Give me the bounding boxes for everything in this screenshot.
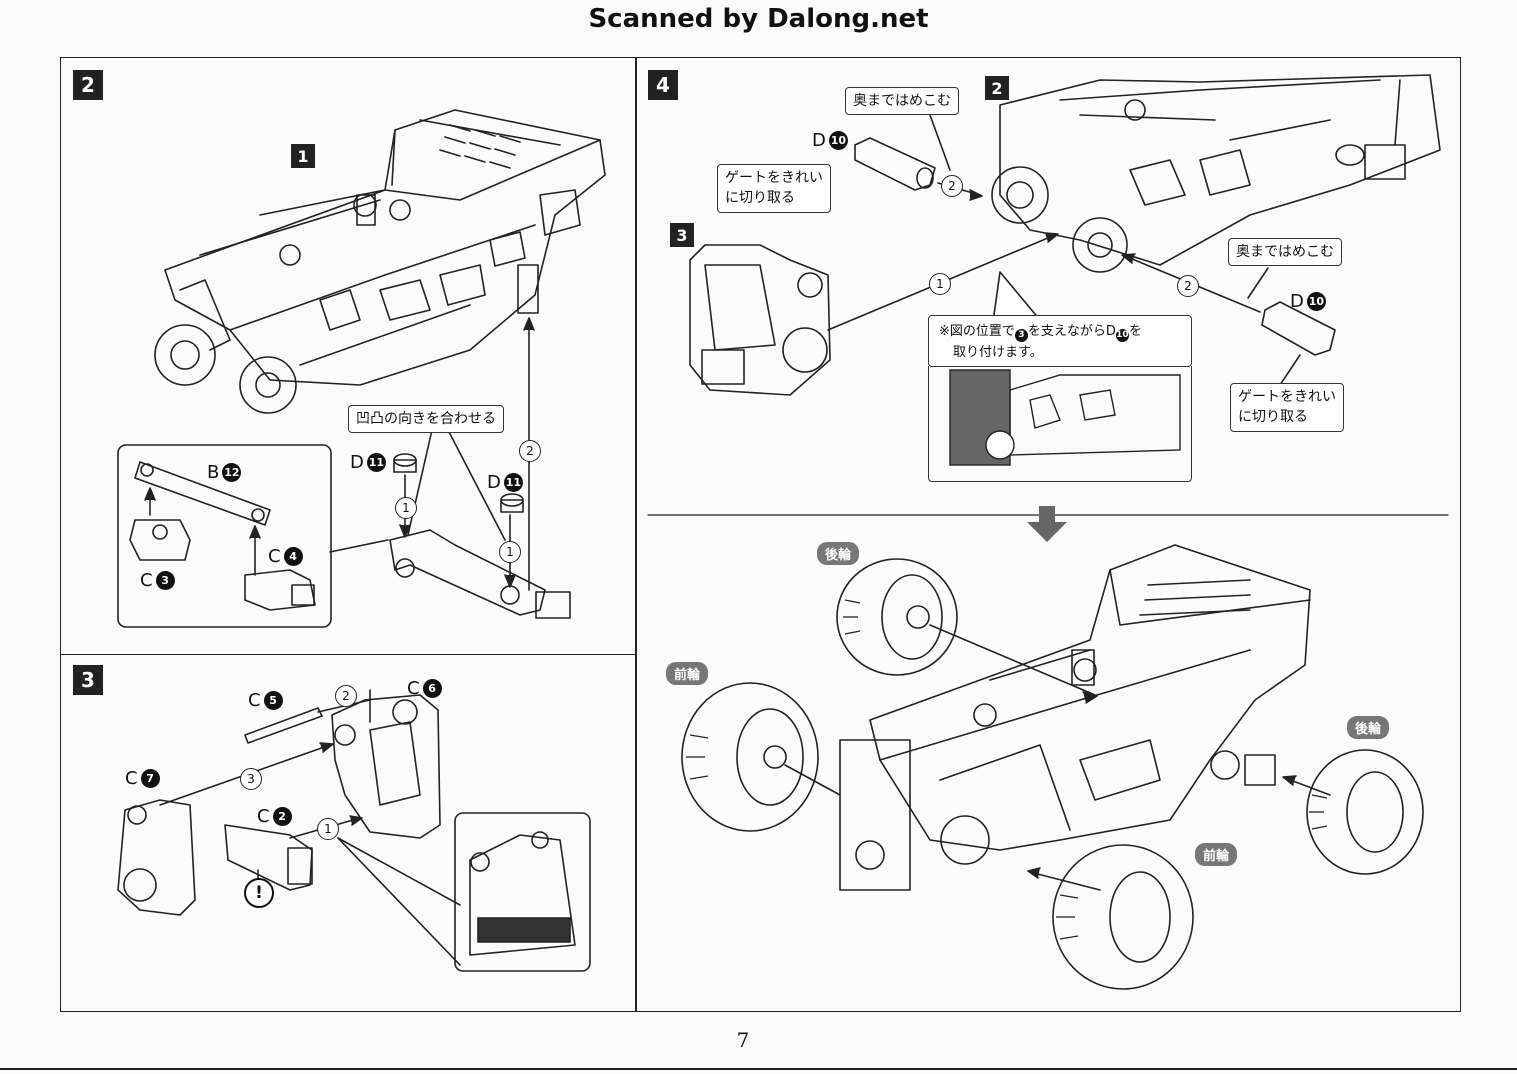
part-d10-label-b: D 10 <box>1290 291 1326 312</box>
part-c7-label: C 7 <box>125 768 160 789</box>
sequence-marker: 2 <box>941 175 963 197</box>
step4-chassis-top <box>991 74 1441 273</box>
callout-line: に切り取る <box>1238 409 1308 426</box>
note-ref-number: 3 <box>1014 328 1028 342</box>
step-4-badge: 4 <box>648 70 678 100</box>
part-number: 4 <box>283 547 303 566</box>
chassis-frame-step2 <box>154 109 606 414</box>
note-part-letter: D <box>1105 324 1116 339</box>
push-fully-callout-right: 奥まではめこむ <box>1228 238 1342 267</box>
part-letter: C <box>140 570 153 591</box>
callout-line: ゲートをきれい <box>1238 389 1336 405</box>
part-letter: D <box>487 472 501 493</box>
part-d10-label-a: D 10 <box>812 130 848 151</box>
part-c4-label: C 4 <box>268 546 303 567</box>
callout-line: ゲートをきれい <box>725 170 823 186</box>
step4-note-pointer <box>992 271 1041 323</box>
front-wheel-tag-bottom: 前輪 <box>1195 843 1238 866</box>
part-d11-label-b: D 11 <box>487 472 523 493</box>
note-inset-frame <box>928 366 1192 482</box>
sub-step-1-badge: 1 <box>291 144 315 168</box>
down-arrow-icon <box>1027 506 1067 542</box>
part-number: 11 <box>503 473 523 492</box>
note-mid: を支えながら <box>1027 324 1106 339</box>
part-letter: B <box>207 462 220 483</box>
part-number: 5 <box>263 691 283 710</box>
note-suffix: を <box>1128 324 1142 339</box>
part-letter: C <box>268 546 281 567</box>
front-wheel-tag-left: 前輪 <box>666 662 709 685</box>
part-number: 6 <box>422 679 442 698</box>
sequence-marker: 1 <box>929 273 951 295</box>
part-number: 2 <box>272 807 292 826</box>
step3-parts <box>117 689 461 966</box>
vehicle-body <box>839 544 1311 891</box>
page-number: 7 <box>736 1028 750 1052</box>
part-number: 10 <box>828 131 848 150</box>
step2-inset <box>117 444 332 628</box>
trim-gate-callout-right: ゲートをきれい に切り取る <box>1230 383 1344 432</box>
part-letter: C <box>248 690 261 711</box>
align-notch-callout: 凹凸の向きを合わせる <box>348 405 504 434</box>
part-number: 11 <box>366 453 386 472</box>
note-line-2: 取り付けます。 <box>953 344 1043 360</box>
part-letter: C <box>257 806 270 827</box>
part-c3-label: C 3 <box>140 570 175 591</box>
part-letter: D <box>812 130 826 151</box>
note-prefix: ※図の位置で <box>939 324 1015 339</box>
wheels <box>681 558 1424 990</box>
part-letter: D <box>1290 291 1304 312</box>
rear-wheel-tag-top: 後輪 <box>817 542 860 565</box>
panel-step-4 <box>635 57 1461 1012</box>
sequence-marker: 2 <box>519 440 541 462</box>
step-2-badge: 2 <box>73 70 103 100</box>
panel-step-3 <box>60 654 637 1012</box>
sub-step-2-badge: 2 <box>985 76 1009 100</box>
step-3-badge: 3 <box>73 665 103 695</box>
bottom-rule <box>0 1068 1517 1070</box>
part-letter: C <box>125 768 138 789</box>
part-letter: D <box>350 452 364 473</box>
part-b12-label: B 12 <box>207 462 242 483</box>
push-fully-callout-top: 奥まではめこむ <box>845 87 959 116</box>
sequence-marker: 3 <box>240 768 262 790</box>
part-number: 3 <box>155 571 175 590</box>
page-header: Scanned by Dalong.net <box>588 4 929 34</box>
trim-gate-callout-left: ゲートをきれい に切り取る <box>717 164 831 213</box>
step2-link <box>389 453 571 619</box>
sequence-marker: 1 <box>317 818 339 840</box>
step4-axle-part-left <box>854 114 983 201</box>
part-c2-label: C 2 <box>257 806 292 827</box>
part-number: 12 <box>222 463 242 482</box>
step3-inset <box>454 812 591 972</box>
callout-line: に切り取る <box>725 190 795 207</box>
sequence-marker: 1 <box>499 541 521 563</box>
sequence-marker: 2 <box>1177 275 1199 297</box>
sequence-marker: 1 <box>395 497 417 519</box>
rear-wheel-tag-right: 後輪 <box>1347 716 1390 739</box>
part-number: 10 <box>1306 292 1326 311</box>
sequence-marker: 2 <box>335 685 357 707</box>
part-number: 7 <box>140 769 160 788</box>
caution-icon: ! <box>244 878 274 908</box>
part-c6-label: C 6 <box>407 678 442 699</box>
part-d11-label-a: D 11 <box>350 452 386 473</box>
part-c5-label: C 5 <box>248 690 283 711</box>
part-letter: C <box>407 678 420 699</box>
sub-step-3-badge: 3 <box>670 223 694 247</box>
note-part-number: 10 <box>1115 328 1129 342</box>
